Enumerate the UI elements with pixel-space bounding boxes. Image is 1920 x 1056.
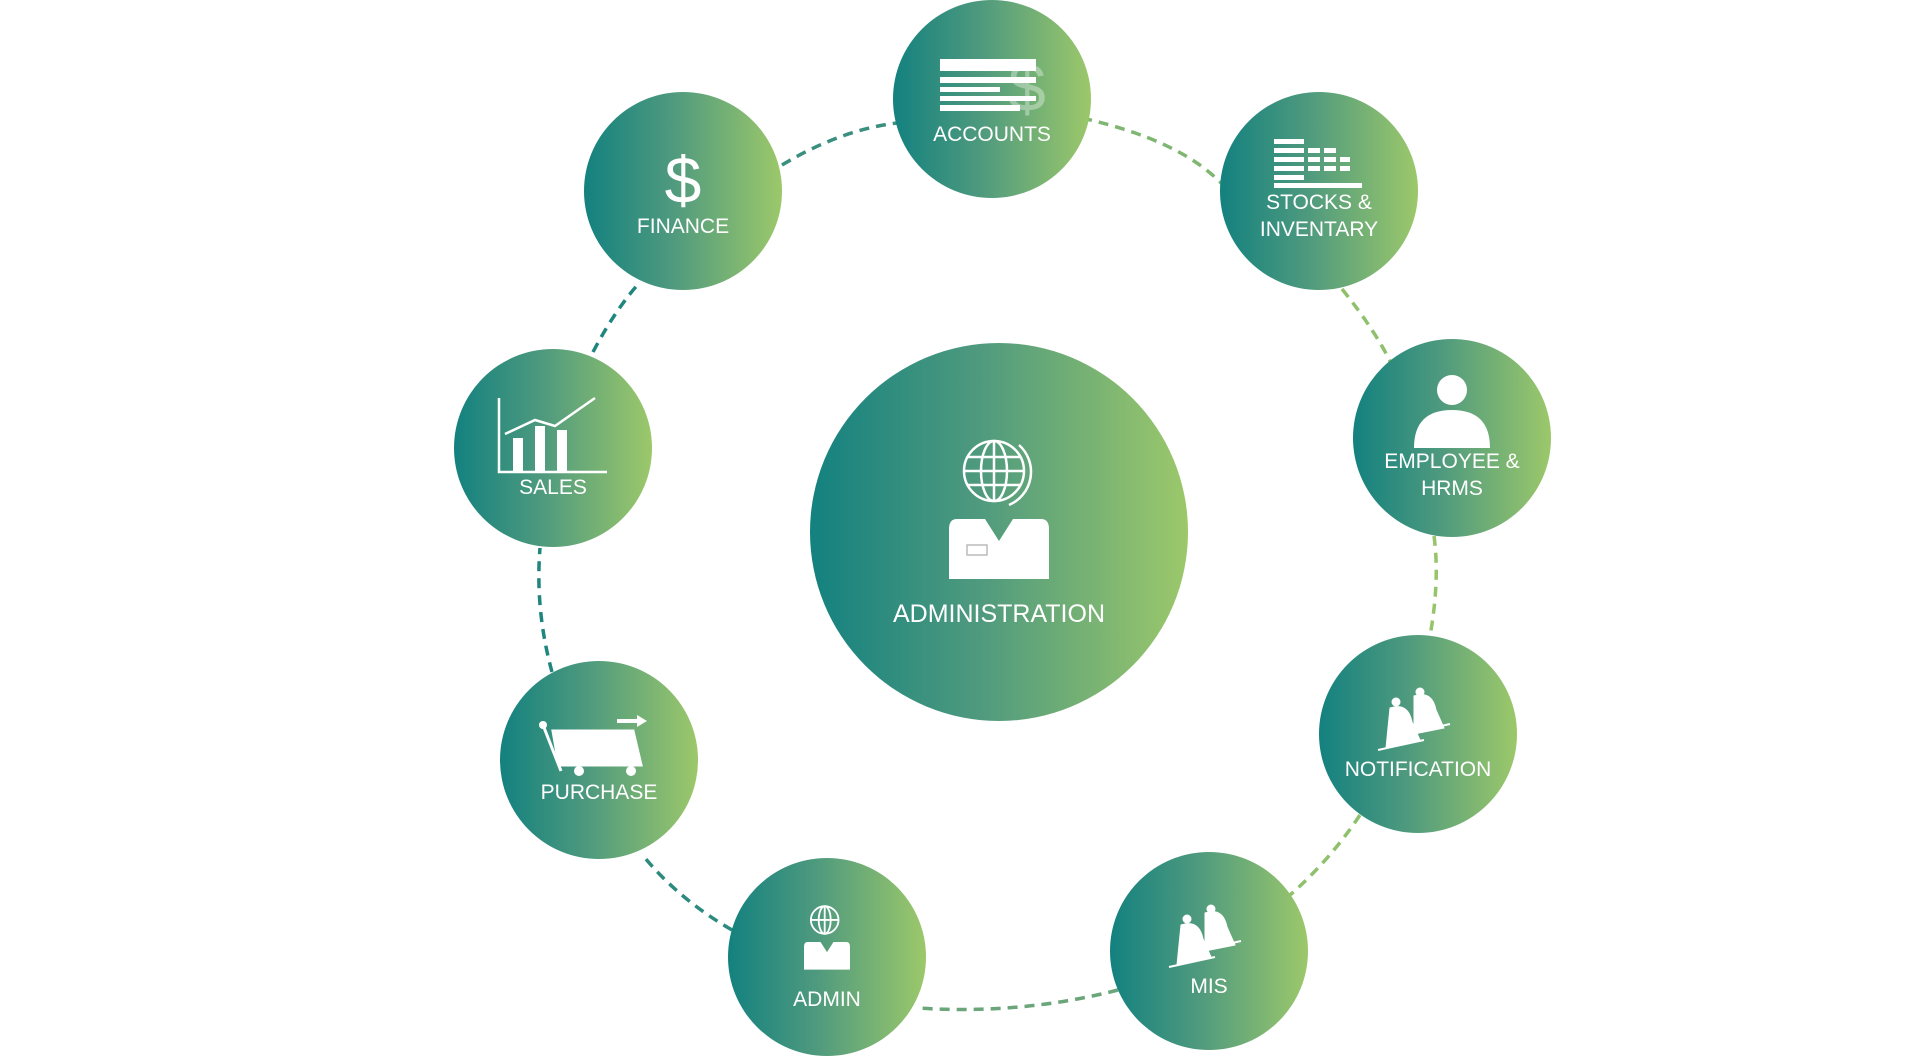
module-label: MIS: [1190, 974, 1228, 998]
cart-icon: [539, 714, 647, 776]
module-accounts[interactable]: $ ACCOUNTS: [893, 0, 1091, 198]
module-finance[interactable]: $ FINANCE: [584, 92, 782, 290]
module-notification[interactable]: NOTIFICATION: [1319, 635, 1517, 833]
sales-chart-icon: [497, 396, 607, 473]
admin-globe-person-icon: [804, 904, 850, 970]
module-label: EMPLOYEE & HRMS: [1384, 450, 1520, 500]
svg-text:$: $: [665, 143, 702, 213]
bells-icon: [1377, 687, 1451, 751]
module-label: ACCOUNTS: [933, 122, 1051, 146]
module-label: PURCHASE: [540, 780, 658, 804]
module-label: ADMIN: [793, 987, 861, 1011]
module-purchase[interactable]: PURCHASE: [500, 661, 698, 859]
module-label: FINANCE: [636, 214, 730, 238]
admin-globe-person-icon: [949, 439, 1049, 579]
module-sales[interactable]: SALES: [454, 349, 652, 547]
module-admin[interactable]: ADMIN: [728, 858, 926, 1056]
dollar-icon: $: [665, 143, 702, 213]
person-icon: [1414, 375, 1490, 448]
module-employee-hrms[interactable]: EMPLOYEE & HRMS: [1353, 339, 1551, 537]
accounts-ledger-dollar-icon: $: [939, 51, 1045, 121]
center-administration-node[interactable]: ADMINISTRATION: [810, 343, 1188, 721]
module-label: STOCKS & INVENTARY: [1259, 191, 1379, 241]
module-label: SALES: [519, 475, 587, 499]
stocks-bars-icon: [1274, 139, 1362, 188]
center-label: ADMINISTRATION: [892, 599, 1106, 628]
module-mis[interactable]: MIS: [1110, 852, 1308, 1050]
module-label: NOTIFICATION: [1344, 757, 1492, 781]
module-stocks-inventary[interactable]: STOCKS & INVENTARY: [1220, 92, 1418, 290]
bells-icon: [1168, 904, 1242, 968]
